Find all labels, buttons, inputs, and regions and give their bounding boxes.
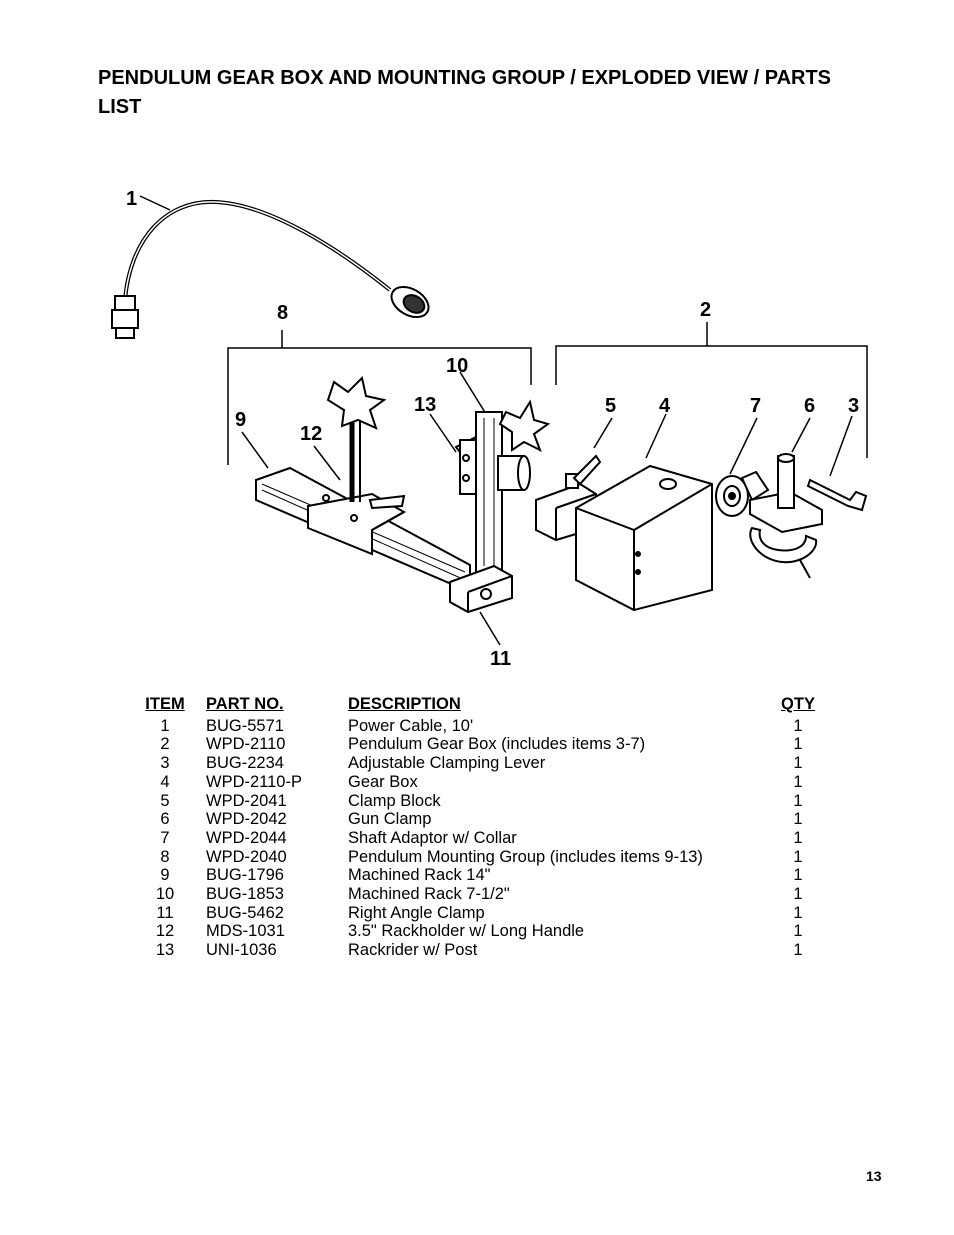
gun-clamp-drawing bbox=[715, 453, 868, 579]
table-row: 13 UNI-1036 Rackrider w/ Post 1 bbox=[124, 941, 828, 960]
callout-2: 2 bbox=[700, 299, 711, 321]
header-description: DESCRIPTION bbox=[348, 695, 461, 713]
cell-part-no: WPD-2044 bbox=[206, 828, 287, 847]
cell-part-no: WPD-2040 bbox=[206, 847, 287, 866]
table-row: 11 BUG-5462 Right Angle Clamp 1 bbox=[124, 904, 828, 923]
cell-qty: 1 bbox=[793, 866, 803, 885]
cell-item: 7 bbox=[160, 828, 170, 847]
cell-item: 4 bbox=[160, 772, 170, 791]
cell-qty: 1 bbox=[793, 754, 803, 773]
table-row: 9 BUG-1796 Machined Rack 14" 1 bbox=[124, 866, 828, 885]
callout-12: 12 bbox=[300, 423, 322, 445]
cell-item: 2 bbox=[160, 735, 170, 754]
cell-qty: 1 bbox=[793, 716, 803, 735]
callout-4: 4 bbox=[659, 395, 671, 417]
table-row: 4 WPD-2110-P Gear Box 1 bbox=[124, 773, 828, 792]
cell-description: Machined Rack 7-1/2" bbox=[348, 885, 510, 904]
cell-item: 6 bbox=[160, 810, 170, 829]
cell-qty: 1 bbox=[793, 810, 803, 829]
cell-part-no: BUG-1796 bbox=[206, 866, 284, 885]
cell-description: Gun Clamp bbox=[348, 810, 432, 829]
cell-item: 9 bbox=[160, 866, 170, 885]
table-row: 10 BUG-1853 Machined Rack 7-1/2" 1 bbox=[124, 885, 828, 904]
cell-part-no: BUG-1853 bbox=[206, 885, 284, 904]
cell-item: 10 bbox=[155, 885, 175, 904]
mounting-group-drawing bbox=[255, 376, 551, 614]
callout-8: 8 bbox=[277, 302, 288, 324]
header-item: ITEM bbox=[145, 695, 185, 713]
cell-item: 8 bbox=[160, 847, 170, 866]
callout-13: 13 bbox=[414, 394, 436, 416]
cell-part-no: BUG-5571 bbox=[206, 716, 284, 735]
table-row: 1 BUG-5571 Power Cable, 10' 1 bbox=[124, 717, 828, 736]
cell-part-no: BUG-2234 bbox=[206, 754, 284, 773]
cell-description: Right Angle Clamp bbox=[348, 903, 485, 922]
cell-description: Rackrider w/ Post bbox=[348, 941, 478, 960]
callout-5: 5 bbox=[605, 395, 616, 417]
cell-description: Pendulum Mounting Group (includes items … bbox=[348, 847, 703, 866]
cell-description: Clamp Block bbox=[348, 791, 441, 810]
cell-description: 3.5" Rackholder w/ Long Handle bbox=[348, 922, 585, 941]
cell-qty: 1 bbox=[793, 922, 803, 941]
cell-part-no: WPD-2041 bbox=[206, 791, 287, 810]
callout-7: 7 bbox=[750, 395, 761, 417]
cell-item: 11 bbox=[156, 903, 174, 922]
cell-description: Adjustable Clamping Lever bbox=[348, 754, 546, 773]
cell-description: Power Cable, 10' bbox=[348, 716, 474, 735]
diagram-callouts: 1 2 3 4 5 6 7 8 9 10 11 12 13 bbox=[126, 188, 859, 670]
callout-11: 11 bbox=[490, 648, 511, 670]
cell-item: 13 bbox=[155, 941, 175, 960]
header-qty: QTY bbox=[781, 695, 815, 713]
cell-qty: 1 bbox=[793, 828, 803, 847]
cell-qty: 1 bbox=[793, 735, 803, 754]
callout-10: 10 bbox=[446, 355, 468, 377]
table-row: 7 WPD-2044 Shaft Adaptor w/ Collar 1 bbox=[124, 829, 828, 848]
cell-part-no: WPD-2042 bbox=[206, 810, 287, 829]
cell-item: 1 bbox=[160, 716, 170, 735]
page-number: 13 bbox=[866, 1168, 882, 1184]
cell-part-no: WPD-2110-P bbox=[206, 772, 302, 791]
cell-item: 5 bbox=[160, 791, 170, 810]
table-row: 2 WPD-2110 Pendulum Gear Box (includes ite… bbox=[124, 735, 828, 754]
header-part-no: PART NO. bbox=[206, 695, 284, 713]
cell-qty: 1 bbox=[793, 941, 803, 960]
cell-description: Pendulum Gear Box (includes items 3-7) bbox=[348, 735, 646, 754]
parts-list-header-row: ITEM PART NO. DESCRIPTION QTY bbox=[124, 695, 828, 717]
cell-qty: 1 bbox=[793, 847, 803, 866]
table-row: 5 WPD-2041 Clamp Block 1 bbox=[124, 792, 828, 811]
cell-qty: 1 bbox=[793, 885, 803, 904]
callout-1: 1 bbox=[126, 188, 137, 210]
cell-item: 12 bbox=[155, 922, 175, 941]
cell-qty: 1 bbox=[793, 772, 803, 791]
callout-9: 9 bbox=[235, 409, 246, 431]
cell-part-no: BUG-5462 bbox=[206, 903, 284, 922]
cell-part-no: MDS-1031 bbox=[206, 922, 285, 941]
cell-qty: 1 bbox=[793, 791, 803, 810]
callout-6: 6 bbox=[804, 395, 815, 417]
cell-description: Machined Rack 14" bbox=[348, 866, 491, 885]
cell-item: 3 bbox=[160, 754, 170, 773]
group-8-bracket bbox=[227, 347, 532, 465]
cell-part-no: WPD-2110 bbox=[206, 735, 286, 754]
callout-3: 3 bbox=[848, 395, 859, 417]
cell-description: Shaft Adaptor w/ Collar bbox=[348, 828, 517, 847]
table-row: 6 WPD-2042 Gun Clamp 1 bbox=[124, 810, 828, 829]
table-row: 3 BUG-2234 Adjustable Clamping Lever 1 bbox=[124, 754, 828, 773]
cell-qty: 1 bbox=[793, 903, 803, 922]
group-2-bracket bbox=[555, 345, 868, 458]
table-row: 12 MDS-1031 3.5" Rackholder w/ Long Handle… bbox=[124, 922, 828, 941]
power-cable-drawing bbox=[111, 199, 430, 339]
page-title: PENDULUM GEAR BOX AND MOUNTING GROUP / E… bbox=[98, 67, 832, 118]
exploded-view-diagram: 1 2 3 4 5 6 7 8 9 10 11 12 13 bbox=[111, 188, 868, 670]
cell-part-no: UNI-1036 bbox=[206, 941, 277, 960]
table-row: 8 WPD-2040 Pendulum Mounting Group (includ… bbox=[124, 848, 828, 867]
gear-box-drawing bbox=[535, 454, 713, 612]
cell-description: Gear Box bbox=[348, 772, 418, 791]
